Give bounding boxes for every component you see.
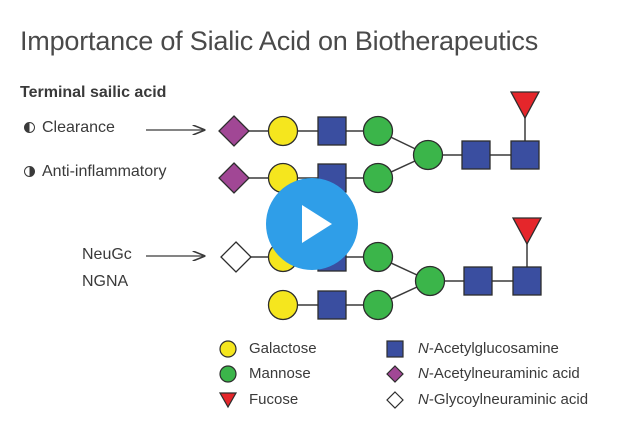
increase-icon bbox=[24, 166, 35, 177]
mannose-circle bbox=[414, 265, 446, 297]
ngna-label: NGNA bbox=[82, 273, 129, 290]
neugc-label: NeuGc bbox=[82, 246, 132, 263]
legend-symbols bbox=[218, 340, 404, 409]
legend-mannose: Mannose bbox=[249, 365, 311, 382]
mannose-circle bbox=[362, 289, 394, 321]
video-play-button[interactable] bbox=[266, 178, 358, 270]
legend-fucose: Fucose bbox=[249, 391, 299, 408]
clearance-label: Clearance bbox=[24, 119, 115, 137]
glcnac-square bbox=[463, 266, 493, 296]
legend-galactose-icon bbox=[219, 340, 237, 358]
glcnac-square bbox=[512, 266, 542, 296]
fucose-triangle bbox=[511, 217, 543, 246]
legend-galactose: Galactose bbox=[249, 340, 317, 357]
legend-neuac-icon bbox=[386, 365, 404, 383]
galactose-circle bbox=[267, 289, 299, 321]
legend-glcnac-icon bbox=[386, 340, 404, 358]
neuac-diamond bbox=[218, 162, 250, 194]
legend-neugc: N-Glycoylneuraminic acid bbox=[418, 391, 589, 408]
legend-neugc-icon bbox=[386, 391, 404, 409]
mannose-circle bbox=[362, 115, 394, 147]
mannose-circle bbox=[362, 241, 394, 273]
decrease-icon bbox=[24, 122, 35, 133]
glcnac-square bbox=[510, 140, 540, 170]
legend-fucose-icon bbox=[218, 392, 238, 409]
neuac-diamond bbox=[218, 115, 250, 147]
page-title: Importance of Sialic Acid on Biotherapeu… bbox=[20, 26, 538, 56]
anti-inflammatory-label: Anti-inflammatory bbox=[24, 163, 166, 181]
legend-neuac: N-Acetylneuraminic acid bbox=[418, 365, 580, 382]
section-subtitle: Terminal sailic acid bbox=[20, 84, 167, 101]
fucose-triangle bbox=[509, 91, 541, 120]
galactose-circle bbox=[267, 115, 299, 147]
legend-mannose-icon bbox=[219, 365, 237, 383]
neugc-diamond bbox=[220, 241, 252, 273]
mannose-circle bbox=[412, 139, 444, 171]
legend-glcnac: N-Acetylglucosamine bbox=[418, 340, 559, 357]
glcnac-square bbox=[461, 140, 491, 170]
mannose-circle bbox=[362, 162, 394, 194]
glcnac-square bbox=[317, 116, 347, 146]
glcnac-square bbox=[317, 290, 347, 320]
